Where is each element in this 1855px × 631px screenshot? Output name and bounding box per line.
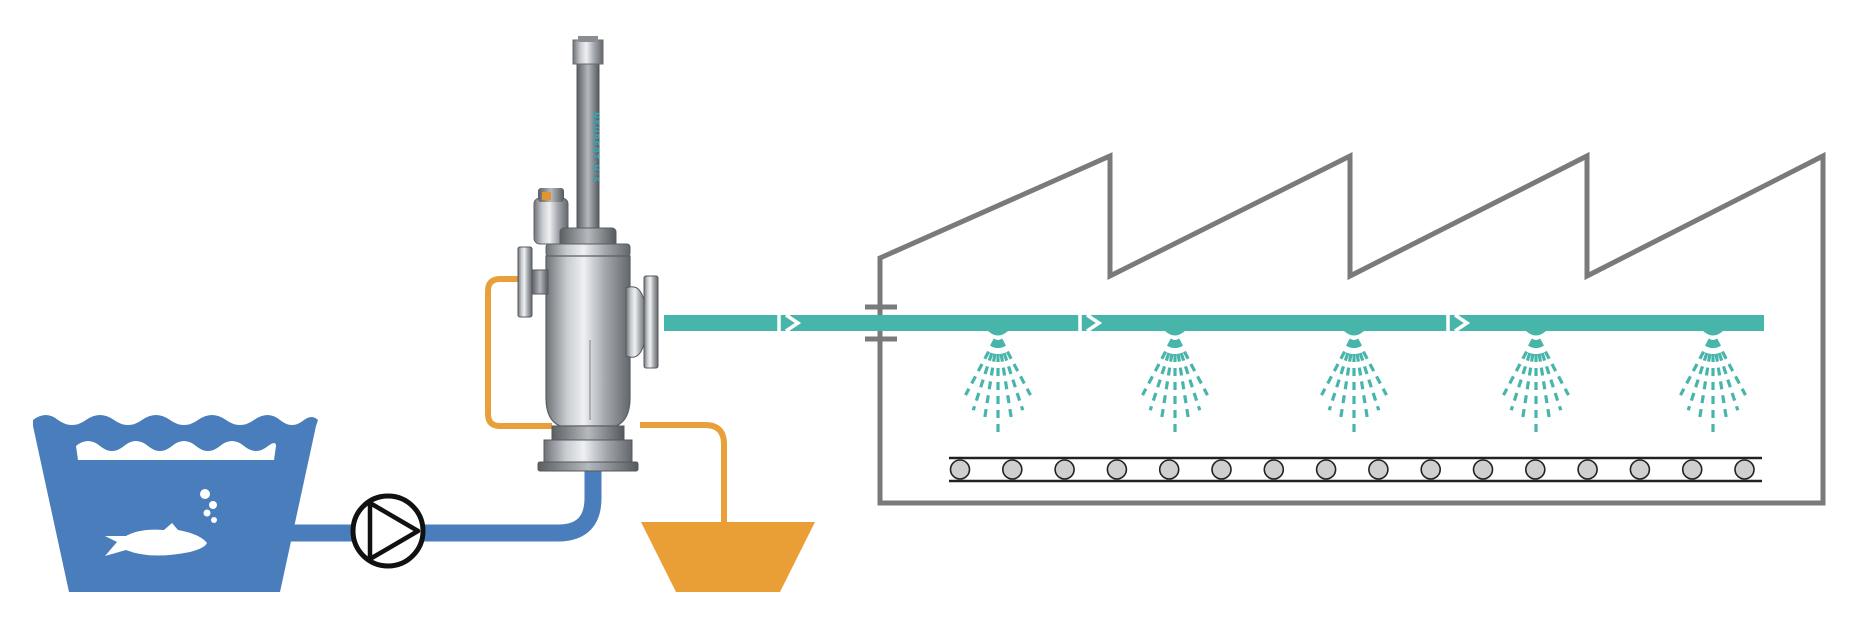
conveyor-roller bbox=[1525, 459, 1546, 480]
conveyor-roller bbox=[1158, 459, 1180, 480]
spray-nozzle-icon bbox=[1141, 331, 1209, 434]
spray-nozzle-icon bbox=[964, 331, 1032, 434]
water-basin-icon bbox=[33, 415, 318, 592]
filter-brand-label: NEUPERT·H²S bbox=[591, 112, 600, 183]
roller-conveyor-icon bbox=[949, 456, 1762, 483]
valve-cap bbox=[542, 192, 551, 200]
pump-icon[interactable] bbox=[350, 493, 426, 569]
conveyor-roller bbox=[1054, 459, 1075, 480]
conveyor-roller bbox=[1263, 459, 1285, 480]
bubbles-icon bbox=[200, 489, 217, 523]
spray-nozzle-icon bbox=[1502, 331, 1570, 434]
backflush-tank-icon bbox=[641, 522, 815, 592]
conveyor-roller bbox=[1681, 459, 1703, 480]
automatic-filter-icon: NEUPERT·H²S bbox=[517, 36, 659, 472]
conveyor-roller bbox=[1211, 459, 1232, 480]
conveyor-roller bbox=[1106, 459, 1128, 480]
backflush-inlet-line bbox=[485, 276, 552, 429]
conveyor-roller bbox=[1001, 459, 1023, 480]
filtered-water-pipe bbox=[664, 315, 1764, 331]
fish-icon bbox=[105, 523, 207, 556]
spray-nozzle-icon bbox=[1320, 331, 1388, 434]
factory-building-outline bbox=[877, 151, 1826, 506]
conveyor-roller bbox=[1368, 459, 1389, 480]
conveyor-roller bbox=[1420, 459, 1441, 480]
conveyor-roller bbox=[1577, 459, 1598, 480]
backflush-drain-line bbox=[640, 422, 727, 525]
spray-nozzle-icon bbox=[1679, 331, 1747, 434]
conveyor-roller bbox=[949, 459, 971, 480]
wall-penetration bbox=[865, 304, 897, 342]
conveyor-roller bbox=[1472, 459, 1494, 480]
conveyor-roller bbox=[1315, 459, 1337, 480]
flow-arrow-icons bbox=[777, 312, 1471, 334]
conveyor-roller bbox=[1734, 459, 1755, 480]
spray-nozzles bbox=[964, 331, 1747, 434]
conveyor-roller bbox=[1629, 459, 1651, 480]
raw-water-pipe bbox=[278, 462, 602, 542]
